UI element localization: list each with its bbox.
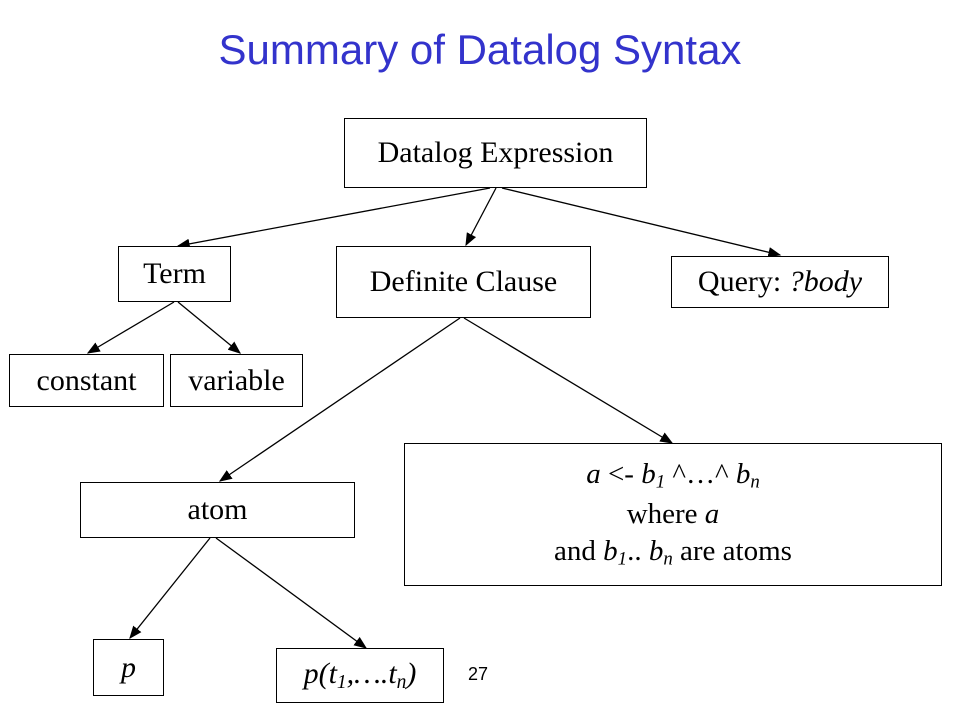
slide-title: Summary of Datalog Syntax: [218, 26, 742, 73]
edge-term-variable: [177, 301, 242, 354]
node-variable: variable: [170, 354, 303, 407]
page-number: 27: [468, 664, 489, 684]
node-atom: atom: [80, 482, 355, 538]
edge-root-query: [501, 187, 782, 258]
edge-root-clause: [465, 187, 497, 247]
edge-term-constant: [86, 301, 175, 354]
rule-line-3: and b1.. bn are atoms: [554, 535, 792, 571]
node-definite-clause: Definite Clause: [336, 246, 591, 318]
edge-clause-atom: [218, 317, 461, 482]
node-constant: constant: [9, 354, 164, 407]
rule-line-2: where a: [626, 497, 720, 530]
edge-atom-p: [129, 537, 211, 640]
edge-atom-pterms: [215, 537, 368, 649]
node-p: p: [93, 639, 164, 696]
node-rule: a <- b1 ^…^ bn where a and b1.. bn are a…: [404, 443, 942, 586]
node-datalog-expression: Datalog Expression: [344, 118, 647, 188]
rule-line-1: a <- b1 ^…^ bn: [586, 458, 760, 494]
edge-clause-rule: [463, 317, 674, 444]
node-query: Query: ?body: [671, 256, 889, 308]
node-p-terms: p(t1,….tn): [276, 648, 444, 703]
node-term: Term: [118, 246, 231, 302]
edge-root-term: [176, 187, 491, 249]
